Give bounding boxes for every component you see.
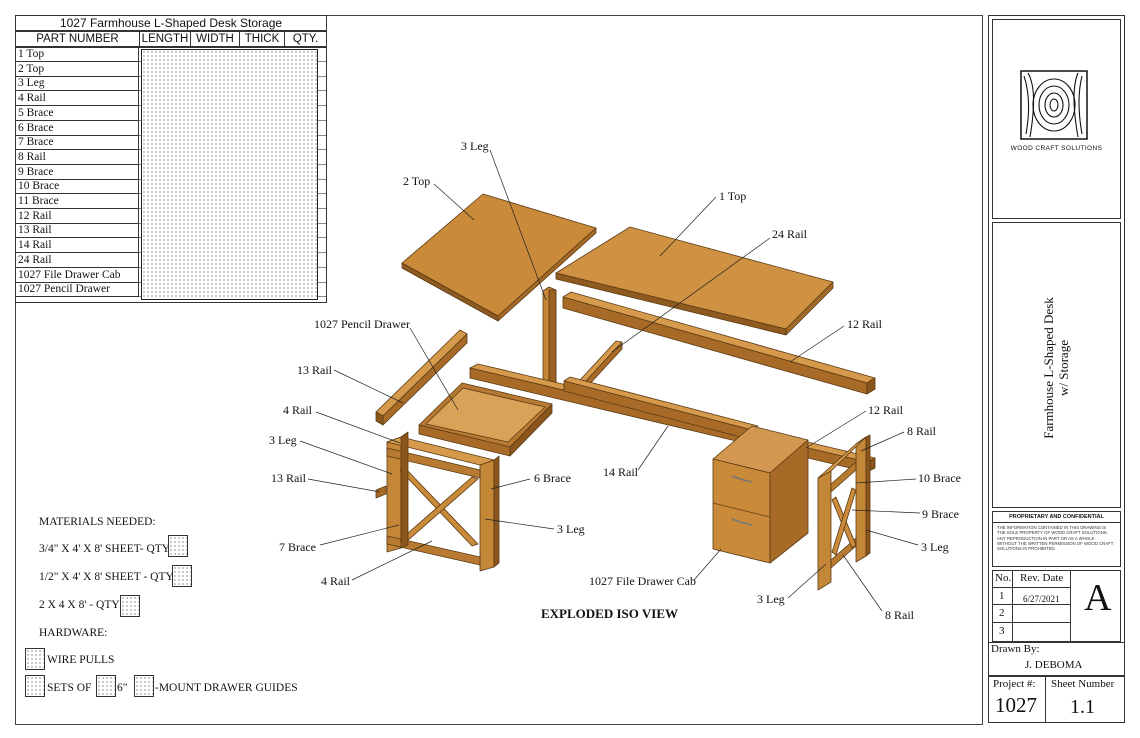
exploded-iso-drawing xyxy=(299,149,921,612)
rev-date-divider xyxy=(1070,570,1071,642)
cut-list-values-masked xyxy=(141,49,318,300)
rev-2-no: 2 xyxy=(999,607,1005,619)
project-name: Farmhouse L-Shaped Desk w/ Storage xyxy=(1041,297,1071,439)
part-file-drawer-cab xyxy=(712,425,809,564)
label-1-top: 1 Top xyxy=(719,189,747,203)
label-13-rail-lower: 13 Rail xyxy=(271,471,306,485)
label-4-rail-lower: 4 Rail xyxy=(321,574,350,588)
qty-box-sets xyxy=(25,675,45,697)
label-3-leg-left: 3 Leg xyxy=(269,433,297,447)
cut-list-title: 1027 Farmhouse L-Shaped Desk Storage xyxy=(15,15,327,31)
part-3-leg-center xyxy=(542,286,557,391)
qty-box-guide-type xyxy=(134,675,154,697)
drawer-guides-label: -MOUNT DRAWER GUIDES xyxy=(155,682,298,694)
label-8-rail-upper: 8 Rail xyxy=(907,424,936,438)
label-10-brace: 10 Brace xyxy=(918,471,961,485)
revision-table xyxy=(992,570,1121,642)
label-2-top: 2 Top xyxy=(403,174,431,188)
project-number-label: Project #: xyxy=(993,678,1036,690)
qty-box-1 xyxy=(168,535,188,557)
leader-lines xyxy=(299,149,921,612)
qty-box-wire-pulls xyxy=(25,648,45,670)
confidential-cell xyxy=(992,511,1121,567)
drawing-border xyxy=(15,15,983,725)
project-name-cell xyxy=(992,222,1121,508)
label-8-rail-lower: 8 Rail xyxy=(885,608,914,622)
rev-no-header: No. xyxy=(995,572,1012,584)
rev-date-header: Rev. Date xyxy=(1020,572,1064,584)
confidential-heading: PROPRIETARY AND CONFIDENTIAL xyxy=(1009,514,1104,520)
rev-1-no: 1 xyxy=(999,590,1005,602)
label-12-rail-right: 12 Rail xyxy=(847,317,882,331)
revision-letter: A xyxy=(1084,577,1112,619)
col-qty: QTY. xyxy=(284,31,327,47)
label-12-rail-center: 12 Rail xyxy=(868,403,903,417)
company-name: WOOD CRAFT SOLUTIONS xyxy=(1010,145,1103,152)
part-13-rail-upper xyxy=(375,329,468,426)
drawn-by-name: J. DEBOMA xyxy=(1025,659,1083,671)
label-3-leg-bottom: 3 Leg xyxy=(757,592,785,606)
part-pencil-drawer xyxy=(418,382,553,457)
cut-list-frame xyxy=(15,47,327,303)
rev-3-no: 3 xyxy=(999,625,1005,637)
rev-row-line-1 xyxy=(992,587,1070,588)
sets-of-label: SETS OF xyxy=(47,682,92,694)
label-6-brace: 6 Brace xyxy=(534,471,571,485)
project-number: 1027 xyxy=(995,693,1037,717)
qty-box-2 xyxy=(172,565,192,587)
material-line-2: 1/2" X 4' X 8' SHEET - QTY xyxy=(39,571,174,583)
part-2-top xyxy=(401,193,597,322)
label-3-leg-right: 3 Leg xyxy=(921,540,949,554)
part-1-top xyxy=(555,226,834,336)
rev-col-divider xyxy=(1012,570,1013,642)
drawn-by-cell xyxy=(988,642,1125,676)
part-right-leg-assembly xyxy=(817,434,871,591)
logo-cell xyxy=(992,19,1121,219)
sheet-number-cell xyxy=(1045,676,1125,723)
label-3-leg-top: 3 Leg xyxy=(461,139,489,153)
hardware-heading: HARDWARE: xyxy=(39,627,108,639)
part-left-leg-assembly xyxy=(375,431,500,572)
label-13-rail-upper: 13 Rail xyxy=(297,363,332,377)
confidential-divider xyxy=(992,522,1121,523)
label-14-rail: 14 Rail xyxy=(603,465,638,479)
sheet-number: 1.1 xyxy=(1070,696,1095,718)
label-9-brace: 9 Brace xyxy=(922,507,959,521)
label-24-rail: 24 Rail xyxy=(772,227,807,241)
material-line-3: 2 X 4 X 8' - QTY xyxy=(39,599,120,611)
sheet-number-label: Sheet Number xyxy=(1051,678,1115,690)
part-12-rail-top xyxy=(562,291,876,395)
view-title: EXPLODED ISO VIEW xyxy=(541,606,679,621)
label-3-leg-front: 3 Leg xyxy=(557,522,585,536)
qty-box-guide-length xyxy=(96,675,116,697)
wire-pulls-label: WIRE PULLS xyxy=(47,654,115,666)
confidential-text: THE INFORMATION CONTAINED IN THIS DRAWIN… xyxy=(997,525,1114,552)
label-pencil-drawer: 1027 Pencil Drawer xyxy=(314,317,410,331)
wood-grain-logo-icon xyxy=(1020,70,1088,140)
label-file-drawer-cab: 1027 File Drawer Cab xyxy=(589,574,696,588)
drawn-by-label: Drawn By: xyxy=(991,643,1040,655)
label-4-rail-upper: 4 Rail xyxy=(283,403,312,417)
rev-row-line-2 xyxy=(992,604,1070,605)
qty-box-3 xyxy=(120,595,140,617)
rev-row-line-3 xyxy=(992,622,1070,623)
guide-size-mark: 6" xyxy=(117,682,128,694)
part-12-rail-center xyxy=(563,376,759,441)
materials-heading: MATERIALS NEEDED: xyxy=(39,516,156,528)
rev-1-date: 6/27/2021 xyxy=(1023,594,1060,604)
material-line-1: 3/4" X 4' X 8' SHEET- QTY xyxy=(39,543,171,555)
label-7-brace: 7 Brace xyxy=(279,540,316,554)
